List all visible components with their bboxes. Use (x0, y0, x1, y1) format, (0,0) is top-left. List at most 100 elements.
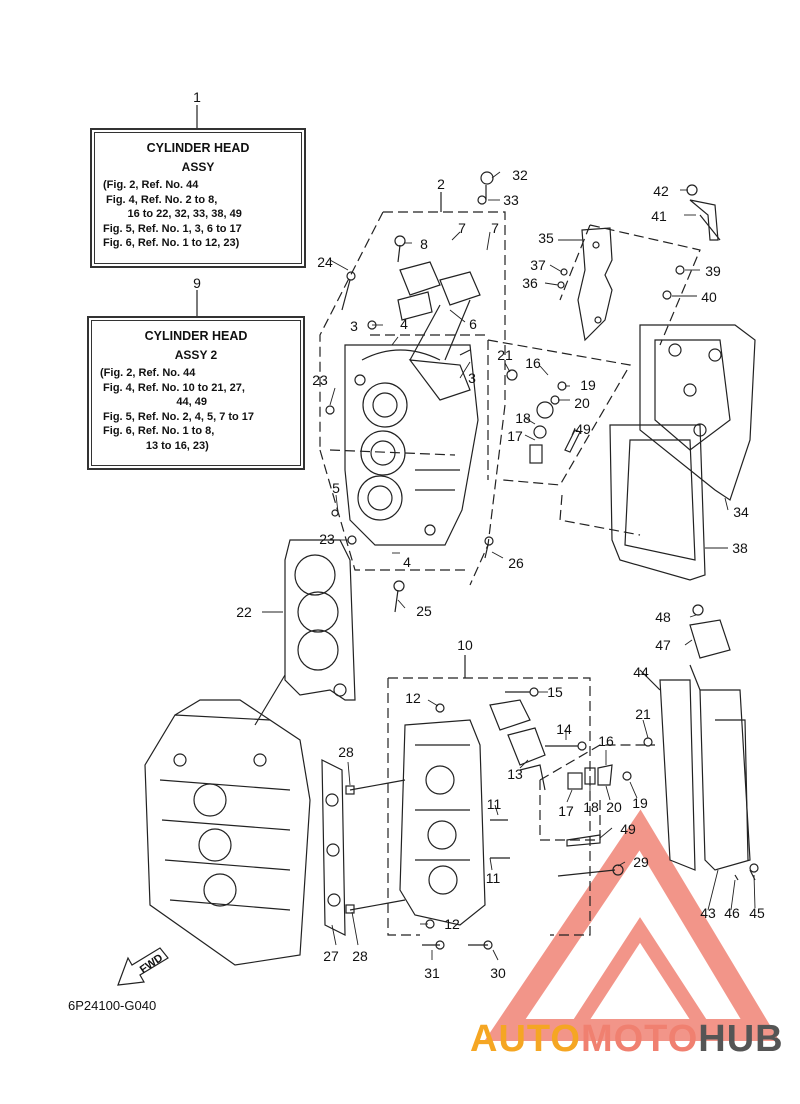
callout: 37 (530, 257, 546, 273)
callout: 12 (405, 690, 421, 706)
callout: 44 (633, 664, 649, 680)
fwd-arrow (117, 947, 169, 986)
callout: 49 (575, 421, 591, 437)
ref-box-line: Fig. 6, Ref. No. 1 to 8, (100, 425, 215, 437)
callout: 47 (655, 637, 671, 653)
callout: 45 (749, 905, 765, 921)
ref-box-line: Fig. 4, Ref. No. 10 to 21, 27, (100, 381, 245, 394)
callout: 27 (323, 948, 339, 964)
callout: 46 (724, 905, 740, 921)
callout: 40 (701, 289, 717, 305)
callout: 2 (437, 176, 445, 192)
ref-box-line: (Fig. 2, Ref. No. 44 (103, 179, 199, 191)
callout: 3 (350, 318, 358, 334)
callout: 34 (733, 504, 749, 520)
callout: 20 (606, 799, 622, 815)
watermark-part-3: HUB (698, 1018, 784, 1060)
callout: 48 (655, 609, 671, 625)
callout: 35 (538, 230, 554, 246)
callout: 4 (400, 316, 408, 332)
callout: 43 (700, 905, 716, 921)
callout: 29 (633, 854, 649, 870)
ref-box-line: Fig. 4, Ref. No. 2 to 8, (103, 193, 218, 206)
callout: 42 (653, 183, 669, 199)
cylinder-head-lower (399, 699, 546, 926)
callout: 6 (469, 316, 477, 332)
callout: 20 (574, 395, 590, 411)
callout: 14 (556, 721, 572, 737)
group-box-upper (319, 211, 701, 936)
callout: 17 (558, 803, 574, 819)
callout: 23 (312, 372, 328, 388)
callout: 5 (332, 480, 340, 496)
callout: 36 (522, 275, 538, 291)
ref-box-line: (Fig. 2, Ref. No. 44 (100, 367, 196, 379)
ref-box-line: Fig. 5, Ref. No. 1, 3, 6 to 17 (103, 222, 242, 235)
callout: 7 (458, 220, 466, 236)
watermark-part-2: MOTO (580, 1018, 699, 1060)
ref-box-line: Fig. 6, Ref. No. 1 to 12, 23) (103, 237, 240, 249)
ref-box-title: CYLINDER HEAD (144, 329, 248, 343)
callout: 17 (507, 428, 523, 444)
ref-box-subtitle: ASSY (181, 159, 215, 174)
ref-box-cylinder-head-assy: CYLINDER HEAD ASSY (Fig. 2, Ref. No. 44 … (90, 128, 306, 268)
callout: 26 (508, 555, 524, 571)
watermark-text: AUTOMOTOHUB (470, 1018, 784, 1061)
callout-9: 9 (193, 275, 201, 291)
callout: 19 (632, 795, 648, 811)
callout: 24 (317, 254, 333, 270)
cylinder-head-upper (344, 344, 479, 546)
callout: 41 (651, 208, 667, 224)
callout: 13 (507, 766, 523, 782)
callout: 19 (580, 377, 596, 393)
spark-plugs (506, 369, 653, 847)
callout: 49 (620, 821, 636, 837)
exhaust-cover (639, 604, 751, 871)
ref-box-line: 44, 49 (100, 396, 207, 408)
callout: 32 (512, 167, 528, 183)
diagram-code: 6P24100-G040 (68, 998, 157, 1013)
callout: 21 (635, 706, 651, 722)
callout: 16 (598, 733, 614, 749)
cylinder-head-cover (609, 184, 756, 581)
callout: 11 (486, 796, 502, 812)
leader-lines (262, 171, 756, 961)
callout: 28 (352, 948, 368, 964)
callout: 28 (338, 744, 354, 760)
bolts-upper (325, 171, 494, 613)
ref-box-title: CYLINDER HEAD (146, 141, 250, 155)
callout: 23 (319, 531, 335, 547)
callout: 25 (416, 603, 432, 619)
ref-box-line: Fig. 5, Ref. No. 2, 4, 5, 7 to 17 (100, 410, 255, 423)
callout: 16 (525, 355, 541, 371)
callout-1: 1 (193, 89, 201, 105)
cylinder-block (144, 674, 311, 966)
callout: 22 (236, 604, 252, 620)
head-gasket (284, 539, 356, 701)
callout: 12 (444, 916, 460, 932)
callout: 18 (583, 799, 599, 815)
ref-box-line: 16 to 22, 32, 33, 38, 49 (103, 208, 242, 220)
callout: 7 (491, 220, 499, 236)
ref-box-cylinder-head-assy-2: CYLINDER HEAD ASSY 2 (Fig. 2, Ref. No. 4… (87, 316, 305, 470)
callout: 4 (403, 554, 411, 570)
intake-gasket (321, 759, 346, 936)
callout: 8 (420, 236, 428, 252)
callout: 15 (547, 684, 563, 700)
watermark-logo-triangle (484, 809, 780, 1041)
callout: 18 (515, 410, 531, 426)
ref-box-line: 13 to 16, 23) (100, 439, 209, 452)
breather-gasket (557, 227, 613, 342)
callout: 11 (485, 870, 501, 886)
watermark-part-1: AUTO (470, 1018, 581, 1060)
callout: 39 (705, 263, 721, 279)
callout: 33 (503, 192, 519, 208)
callout: 38 (732, 540, 748, 556)
callout: 21 (497, 347, 513, 363)
ref-box-subtitle: ASSY 2 (174, 347, 218, 362)
callout: 3 (468, 370, 476, 386)
callout: 10 (457, 637, 473, 653)
callout: 31 (424, 965, 440, 981)
camshaft-caps (397, 261, 481, 361)
